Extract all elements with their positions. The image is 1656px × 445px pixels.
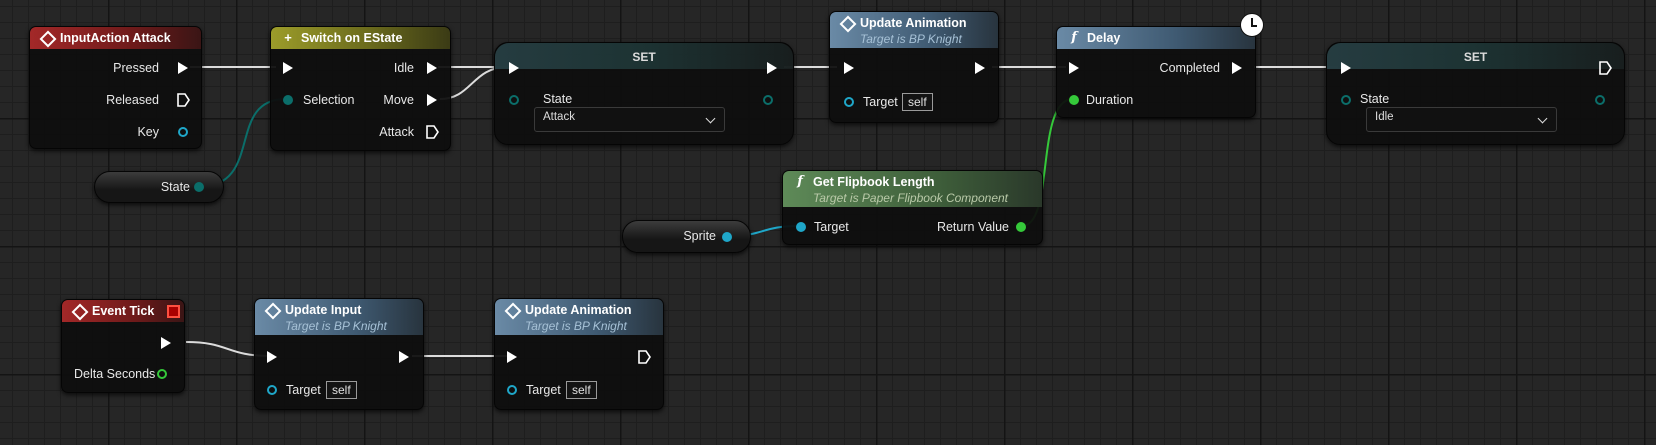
- dropdown-value: Idle: [1375, 111, 1394, 123]
- target-pin-label: Target: [286, 383, 321, 397]
- delta-seconds-float-pin[interactable]: [157, 369, 167, 379]
- target-pin-label: Target: [863, 95, 898, 109]
- set-exec-out-pin[interactable]: [767, 62, 777, 74]
- move-exec-pin[interactable]: [427, 94, 437, 106]
- node-title: Event Tick: [92, 304, 155, 318]
- delay-exec-in-pin[interactable]: [1069, 62, 1079, 74]
- node-subtitle: Target is BP Knight: [525, 319, 627, 333]
- set-exec-in-pin[interactable]: [509, 62, 519, 74]
- sprite-variable-getter[interactable]: Sprite: [622, 220, 751, 253]
- exec-in-pin[interactable]: [267, 351, 277, 363]
- node-subtitle: Target is BP Knight: [860, 32, 962, 46]
- idle-exec-pin[interactable]: [427, 62, 437, 74]
- sprite-var-label: Sprite: [683, 229, 716, 243]
- state-pin-label: State: [1360, 92, 1390, 106]
- target-pin-label: Target: [526, 383, 561, 397]
- state-variable-getter[interactable]: State: [94, 171, 224, 203]
- state-in-pin[interactable]: [1341, 95, 1351, 105]
- pressed-pin-label: Pressed: [113, 61, 159, 75]
- completed-pin-label: Completed: [1159, 61, 1220, 75]
- update-animation-node-top[interactable]: Update Animation Target is BP Knight Tar…: [829, 11, 999, 123]
- target-pin-label: Target: [814, 220, 849, 234]
- released-pin-label: Released: [106, 93, 159, 107]
- delay-node[interactable]: f Delay Completed Duration: [1056, 26, 1256, 118]
- node-title: Get Flipbook Length: [813, 175, 935, 189]
- key-struct-pin[interactable]: [178, 127, 188, 137]
- update-input-node[interactable]: Update Input Target is BP Knight Target …: [254, 298, 424, 410]
- move-pin-label: Move: [383, 93, 414, 107]
- target-pin[interactable]: [267, 385, 277, 395]
- set-exec-out-pin[interactable]: [1599, 61, 1612, 75]
- set-state-attack-node[interactable]: SET State Attack: [494, 42, 794, 145]
- target-struct-pin[interactable]: [796, 222, 806, 232]
- duration-pin-label: Duration: [1086, 93, 1134, 107]
- delta-seconds-pin-label: Delta Seconds: [74, 367, 156, 381]
- selection-pin-label: Selection: [303, 93, 355, 107]
- state-value-dropdown[interactable]: Idle: [1366, 107, 1557, 132]
- return-value-float-pin[interactable]: [1016, 222, 1026, 232]
- input-action-attack-node[interactable]: InputAction Attack Pressed Released Key: [29, 26, 202, 149]
- tick-exec-out-pin[interactable]: [161, 337, 171, 349]
- node-title: Update Animation: [525, 303, 632, 317]
- exec-in-pin[interactable]: [507, 351, 517, 363]
- node-subtitle: Target is BP Knight: [285, 319, 387, 333]
- attack-pin-label: Attack: [379, 125, 414, 139]
- exec-in-pin[interactable]: [844, 62, 854, 74]
- target-pin[interactable]: [507, 385, 517, 395]
- update-animation-node-bottom[interactable]: Update Animation Target is BP Knight Tar…: [494, 298, 664, 410]
- switch-plus-icon: +: [284, 30, 292, 45]
- chevron-down-icon: [705, 113, 716, 124]
- attack-exec-pin[interactable]: [426, 125, 439, 139]
- state-pin-label: State: [543, 92, 573, 106]
- node-title: Update Input: [285, 303, 362, 317]
- node-title: SET: [1463, 50, 1488, 64]
- switch-on-estate-node[interactable]: + Switch on EState Selection Idle Move A…: [270, 26, 451, 151]
- target-self-field[interactable]: self: [326, 381, 357, 399]
- chevron-down-icon: [1537, 113, 1548, 124]
- clock-icon: [1240, 13, 1264, 37]
- state-enum-out-pin[interactable]: [194, 182, 204, 192]
- state-out-pin[interactable]: [1595, 95, 1605, 105]
- state-in-pin[interactable]: [509, 95, 519, 105]
- get-flipbook-length-node[interactable]: f Get Flipbook Length Target is Paper Fl…: [782, 170, 1043, 245]
- completed-exec-pin[interactable]: [1232, 62, 1242, 74]
- idle-pin-label: Idle: [393, 61, 414, 75]
- red-square-icon: [167, 305, 180, 318]
- node-title: Switch on EState: [301, 31, 403, 45]
- node-title: SET: [632, 50, 656, 64]
- state-value-dropdown[interactable]: Attack: [534, 107, 725, 132]
- exec-out-pin[interactable]: [638, 350, 651, 364]
- exec-out-pin[interactable]: [975, 62, 985, 74]
- duration-float-pin[interactable]: [1069, 95, 1079, 105]
- node-title: Delay: [1087, 31, 1121, 45]
- set-exec-in-pin[interactable]: [1341, 62, 1351, 74]
- released-exec-pin[interactable]: [177, 93, 190, 107]
- exec-out-pin[interactable]: [399, 351, 409, 363]
- pressed-exec-pin[interactable]: [178, 62, 188, 74]
- key-pin-label: Key: [137, 125, 159, 139]
- node-title: Update Animation: [860, 16, 967, 30]
- switch-exec-in-pin[interactable]: [283, 62, 293, 74]
- selection-enum-pin[interactable]: [283, 95, 293, 105]
- state-out-pin[interactable]: [763, 95, 773, 105]
- node-subtitle: Target is Paper Flipbook Component: [813, 191, 1008, 205]
- event-tick-node[interactable]: Event Tick Delta Seconds: [61, 299, 185, 393]
- target-self-field[interactable]: self: [566, 381, 597, 399]
- dropdown-value: Attack: [543, 111, 575, 123]
- target-self-field[interactable]: self: [902, 93, 933, 111]
- f-function-icon: f: [797, 174, 803, 189]
- f-function-icon: f: [1071, 30, 1077, 45]
- state-var-label: State: [160, 180, 190, 194]
- return-value-pin-label: Return Value: [936, 220, 1009, 234]
- node-title: InputAction Attack: [60, 31, 171, 45]
- set-state-idle-node[interactable]: SET State Idle: [1326, 42, 1625, 145]
- sprite-struct-out-pin[interactable]: [722, 232, 732, 242]
- target-pin[interactable]: [844, 97, 854, 107]
